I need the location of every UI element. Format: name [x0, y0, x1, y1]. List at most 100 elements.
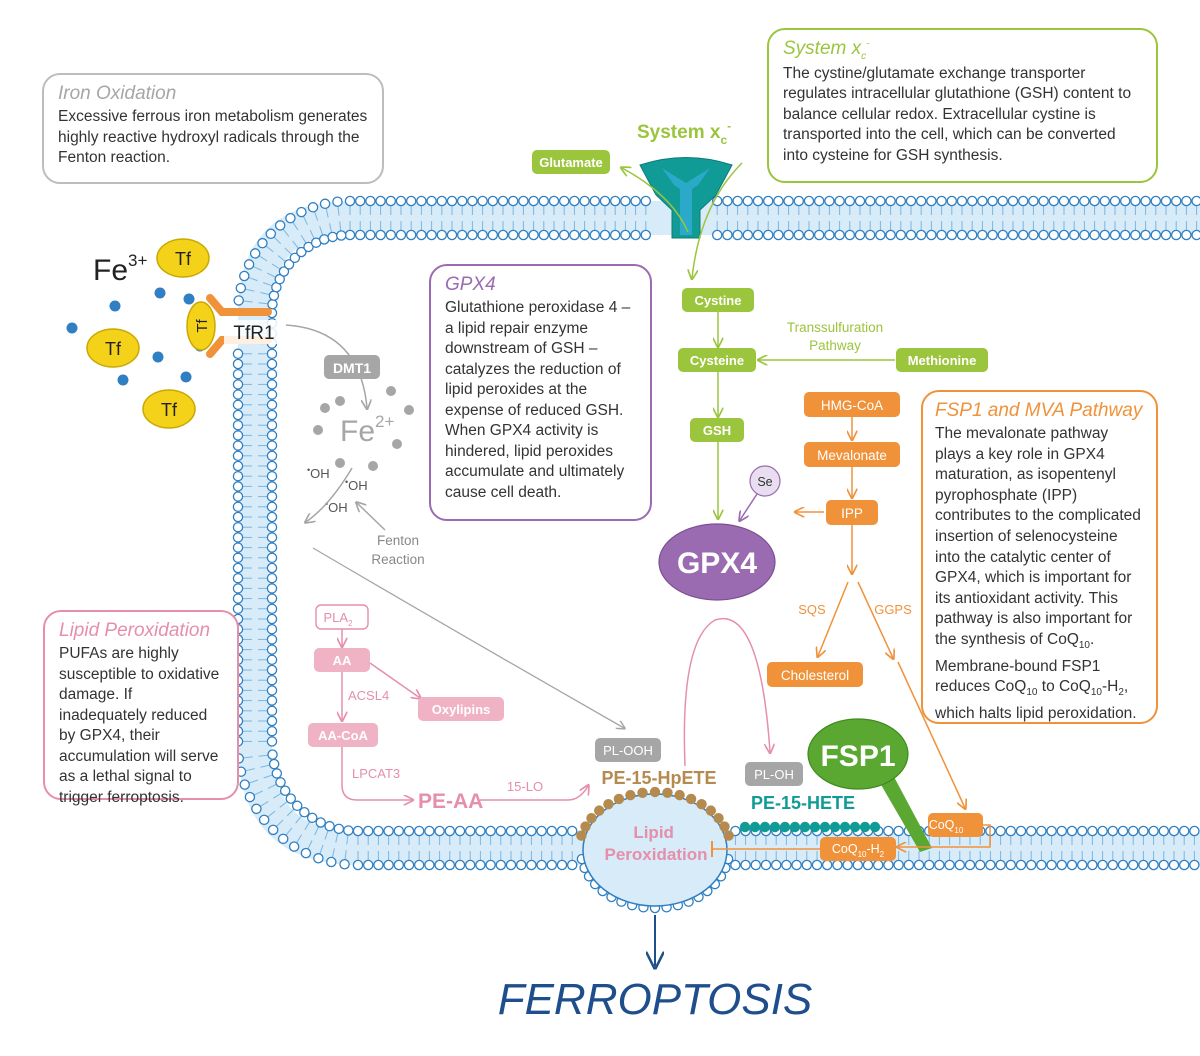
phospholipid-head	[344, 195, 356, 207]
phospholipid-head	[266, 481, 278, 492]
phospholipid-head	[232, 450, 244, 462]
phospholipid-head	[296, 246, 307, 258]
phospholipid-head	[740, 859, 751, 871]
svg-text:CoQ10-H2: CoQ10-H2	[832, 842, 885, 859]
phospholipid-head	[905, 195, 917, 207]
phospholipid-head	[742, 195, 754, 207]
peroxidized-lipid-head	[696, 798, 707, 810]
phospholipid-head	[1079, 229, 1090, 241]
phospholipid-head	[446, 229, 458, 241]
svg-text:PL-OOH: PL-OOH	[603, 743, 653, 758]
phospholipid-head	[1170, 229, 1182, 241]
phospholipid-head	[803, 229, 815, 241]
phospholipid-head	[300, 847, 312, 859]
phospholipid-head	[854, 229, 866, 241]
phospholipid-head	[770, 859, 782, 871]
phospholipid-head	[232, 511, 244, 523]
fsp1-mva-title: FSP1 and MVA Pathway	[935, 400, 1143, 421]
phospholipid-head	[258, 814, 270, 826]
phospholipid-head	[385, 195, 397, 207]
peroxidized-lipid-head	[723, 830, 734, 841]
phospholipid-head	[232, 552, 244, 564]
lipid-peroxidation-label: Lipid Peroxidation	[605, 823, 708, 864]
phospholipid-head	[711, 229, 723, 241]
phospholipid-head	[1117, 825, 1129, 837]
dmt1-arrow	[285, 324, 367, 408]
phospholipid-head	[487, 229, 499, 241]
phospholipid-head	[416, 229, 427, 241]
cholesterol-box	[767, 662, 863, 687]
phospholipid-head	[946, 229, 958, 241]
tf-molecule: Tf	[142, 389, 196, 429]
phospholipid-head	[1087, 825, 1098, 837]
phospholipid-head	[385, 229, 397, 241]
phospholipid-head	[266, 634, 278, 645]
phospholipid-head	[232, 501, 244, 513]
phospholipid-head	[722, 195, 733, 207]
phospholipid-head	[872, 859, 884, 871]
phospholipid-head	[403, 859, 415, 871]
phospholipid-head	[426, 229, 437, 241]
phospholipid-head	[266, 715, 278, 727]
pe-hpete-label: PE-15-HpETE	[601, 768, 716, 788]
phospholipid-head	[589, 229, 601, 241]
phospholipid-head	[436, 195, 448, 207]
tf-bound: Tf	[186, 301, 216, 351]
phospholipid-head	[426, 195, 437, 207]
phospholipid-head	[464, 825, 476, 837]
phospholipid-head	[974, 859, 986, 871]
fe2-label: Fe2+	[340, 412, 394, 448]
phospholipid-head	[762, 195, 774, 207]
phospholipid-head	[332, 196, 343, 207]
phospholipid-head	[1025, 859, 1037, 871]
phospholipid-head	[987, 229, 998, 241]
phospholipid-head	[266, 583, 278, 594]
phospholipid-head	[475, 859, 486, 871]
svg-text:GSH: GSH	[703, 423, 731, 438]
phospholipid-head	[893, 825, 904, 837]
phospholipid-head	[783, 229, 794, 241]
phospholipid-head	[905, 229, 917, 241]
svg-text:Cysteine: Cysteine	[690, 353, 744, 368]
phospholipid-head	[266, 379, 278, 390]
phospholipid-head	[813, 229, 825, 241]
phospholipid-head	[518, 195, 529, 207]
phospholipid-head	[781, 859, 792, 871]
phospholipid-head	[977, 229, 988, 241]
cystine-box	[682, 288, 754, 312]
phospholipid-head	[326, 856, 337, 868]
phospholipid-head	[569, 229, 580, 241]
phospholipid-head	[289, 252, 301, 264]
phospholipid-head	[515, 859, 527, 871]
pl-oh-box	[745, 762, 803, 786]
phospholipid-head	[946, 195, 958, 207]
ferric-iron-dots	[66, 287, 206, 386]
phospholipid-head	[824, 195, 835, 207]
phospholipid-head	[413, 859, 425, 871]
phospholipid-head	[393, 859, 405, 871]
phospholipid-head	[760, 859, 772, 871]
phospholipid-head	[446, 195, 458, 207]
phospholipid-head	[232, 542, 244, 553]
phospholipid-head	[1097, 859, 1108, 871]
gpx4-enzyme	[658, 523, 776, 601]
phospholipid-head	[773, 229, 784, 241]
phospholipid-head	[1170, 195, 1182, 207]
phospholipid-head	[1150, 195, 1162, 207]
phospholipid-head	[267, 749, 278, 760]
ipp-box	[826, 500, 878, 525]
phospholipid-head	[640, 229, 652, 241]
phospholipid-head	[266, 348, 278, 360]
phospholipid-head	[1127, 859, 1139, 871]
system-xc-box: System xc- The cystine/glutamate exchang…	[767, 28, 1158, 183]
phospholipid-head	[278, 266, 290, 277]
phospholipid-head	[515, 825, 527, 837]
phospholipid-head	[793, 229, 805, 241]
fsp1-mva-box: FSP1 and MVA Pathway The mevalonate path…	[921, 390, 1158, 724]
dmt1-label-box	[324, 355, 380, 379]
svg-text:Se: Se	[757, 475, 772, 489]
phospholipid-head	[405, 195, 417, 207]
lpcat3-label: LPCAT3	[352, 766, 400, 781]
phospholipid-head	[477, 195, 488, 207]
phospholipid-head	[232, 532, 244, 543]
